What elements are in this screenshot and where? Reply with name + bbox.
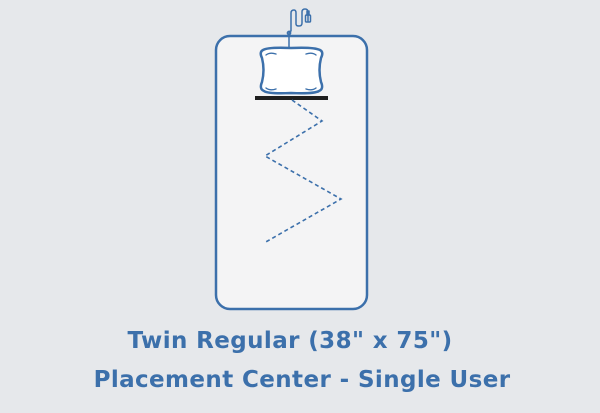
pad-bar xyxy=(255,96,328,100)
power-cable-icon xyxy=(286,8,312,48)
caption-size: Twin Regular (38" x 75") xyxy=(127,328,453,354)
pillow-icon xyxy=(259,46,324,95)
caption-placement: Placement Center - Single User xyxy=(93,367,511,393)
placement-zigzag-line xyxy=(263,99,343,244)
mattress-outline xyxy=(214,34,369,311)
